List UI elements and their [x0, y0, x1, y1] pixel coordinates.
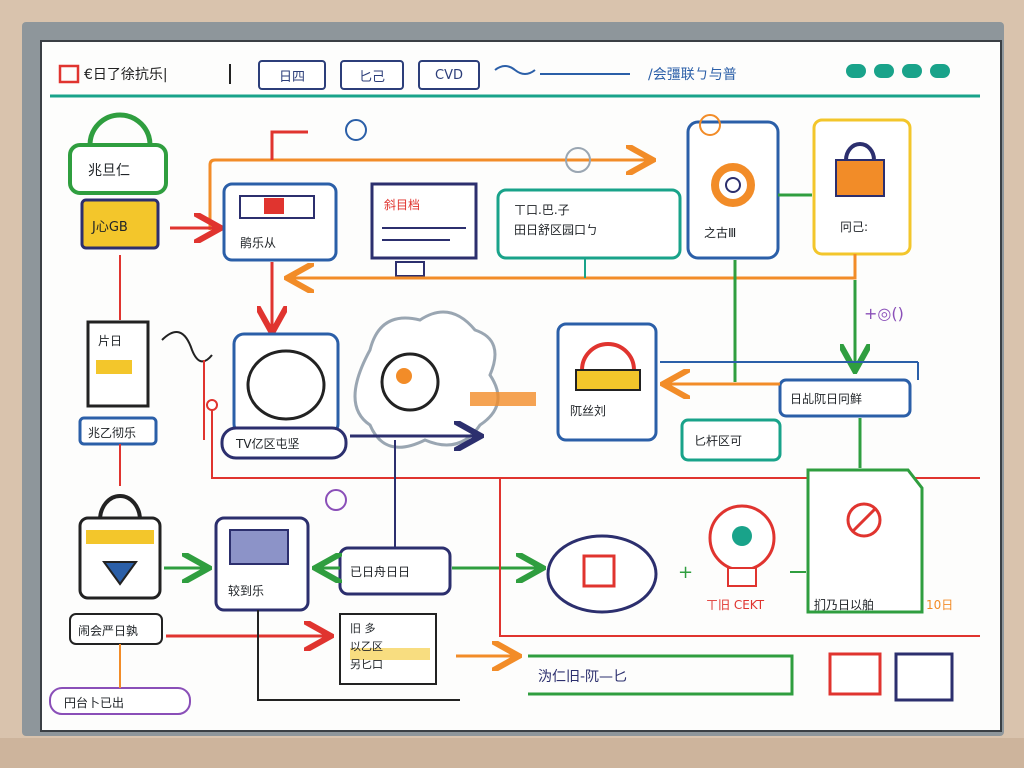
red-square-icon: [828, 652, 882, 696]
padlock-icon: [835, 159, 885, 197]
navy-square-icon: [894, 652, 954, 702]
blocked-icon: [846, 502, 882, 538]
status-dot-1[interactable]: [846, 64, 866, 78]
line-red-mid: [211, 410, 980, 479]
status-dot-4[interactable]: [930, 64, 950, 78]
monitor-box-label: 较到乐: [228, 584, 265, 598]
star-icon: [565, 147, 591, 173]
small-doc-left-label: 片日: [98, 334, 123, 348]
oven-label-text: TV亿区屯坚: [236, 437, 300, 451]
lock-bottom-label: 闹会严日孰: [78, 624, 139, 638]
mid-right-small-box: [680, 418, 782, 462]
small-label-left-text: 兆乙彻乐: [88, 426, 137, 440]
ellipse-node: [546, 534, 658, 614]
purple-circle-icon: [325, 489, 347, 511]
doc-bottom-right: [806, 468, 924, 614]
center-box-label: 已日舟日日: [350, 565, 411, 579]
doc-bottom-right-label: 扪乃日以舶: [814, 598, 875, 612]
lock-top-right-label: 冋己:: [840, 220, 869, 234]
small-label-left-box: [78, 416, 158, 446]
bottom-bar-frame: [528, 654, 794, 696]
lock-bottom-label-box: [69, 613, 163, 645]
lock-box-mid-label: 阢丝刘: [570, 404, 607, 418]
small-circle-icon: [345, 119, 367, 141]
doc-top-1-screen: [239, 195, 315, 219]
gear-node-label: 之古Ⅲ: [704, 226, 737, 240]
mid-right-box-label: 日乩阢日冋鲜: [790, 392, 863, 406]
header-squiggle: [494, 65, 630, 75]
side-text-right: +◎(): [864, 304, 904, 323]
doc-top-2-tab: [395, 261, 425, 277]
lock-top-left-base: [80, 198, 160, 250]
lock-top-left-base-label: J心GB: [92, 220, 128, 235]
bottom-bar-label: 沩仁旧-阢—匕: [538, 669, 628, 685]
note-box-label: 旧 多 以乙区 另匕口: [350, 622, 383, 671]
bottom-left-label: 円台卜已出: [64, 696, 125, 710]
orange-tag: [470, 392, 536, 406]
arrow-return-orange: [290, 254, 857, 278]
bulb-label: ㄒ旧 CEKT: [706, 598, 765, 612]
status-dot-3[interactable]: [902, 64, 922, 78]
lock-shackle-icon: [87, 112, 153, 146]
down-triangle-icon: [102, 561, 138, 586]
text-box-top: [496, 188, 682, 260]
small-gear-icon: [699, 114, 721, 136]
mid-right-box: [778, 378, 912, 418]
oven-label-pill: [220, 426, 348, 460]
ellipse-doc-icon: [582, 554, 616, 588]
doc-top-1-mark: [264, 198, 284, 214]
arrow-top-orange: [208, 160, 650, 230]
text-box-top-label: ㄒ口.巴.子 田日舒区园口ㄅ: [514, 203, 599, 237]
doc-bottom-right-num: 10日: [926, 598, 954, 612]
oven-icon: [246, 349, 326, 421]
doc-top-2-label: 斜目档: [384, 198, 421, 212]
line-red-bottom: [499, 478, 980, 637]
squiggle-connector: [161, 331, 213, 363]
tab-2[interactable]: 匕己: [340, 60, 404, 90]
lock-mid-shackle-icon: [580, 342, 636, 371]
mid-right-small-label: 匕杆区可: [694, 434, 743, 448]
header-logo-icon: [58, 64, 80, 84]
monitor-screen: [229, 529, 289, 565]
status-dot-2[interactable]: [874, 64, 894, 78]
doc-top-1-label: 鹃乐从: [240, 236, 277, 250]
header-right-label: /会彊联ㄅ与普: [648, 67, 737, 83]
lock-top-left-label: 兆旦仁: [88, 163, 130, 179]
arrow-top-red-branch: [270, 130, 308, 160]
doc-top-2-box: [370, 182, 478, 260]
header-title: €日了徐抗乐|: [84, 67, 168, 83]
whiteboard-ledge: [0, 738, 1024, 768]
plus-sign: +: [678, 562, 694, 583]
tab-1[interactable]: 日四: [258, 60, 326, 90]
lock-bottom-shackle-icon: [98, 494, 142, 521]
lock-top-left-body: [68, 143, 168, 195]
food-icon: [380, 352, 440, 412]
doc-top-1-box: [222, 182, 338, 262]
tab-3[interactable]: CVD: [418, 60, 480, 90]
